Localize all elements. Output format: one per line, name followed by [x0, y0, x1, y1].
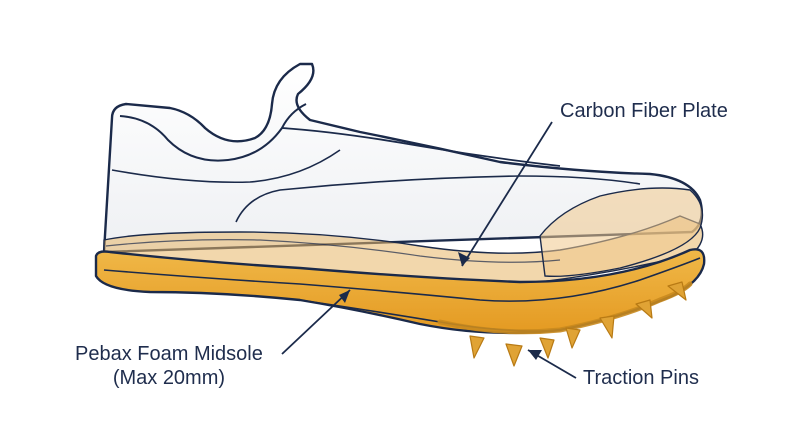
carbon-fiber-plate-label: Carbon Fiber Plate [560, 100, 728, 122]
shoe-upper [102, 62, 703, 254]
plate-leader-line [461, 121, 553, 267]
pebax-foam-midsole [94, 248, 706, 335]
traction-pins-label: Traction Pins [583, 367, 699, 389]
traction-pins [469, 281, 687, 367]
pebax-foam-midsole-note: (Max 20mm) [112, 367, 226, 389]
pebax-foam-midsole-label: Pebax Foam Midsole (Max 20mm) [75, 342, 263, 390]
pebax-foam-midsole-title: Pebax Foam Midsole [75, 343, 263, 365]
foam-leader-line [281, 289, 351, 355]
